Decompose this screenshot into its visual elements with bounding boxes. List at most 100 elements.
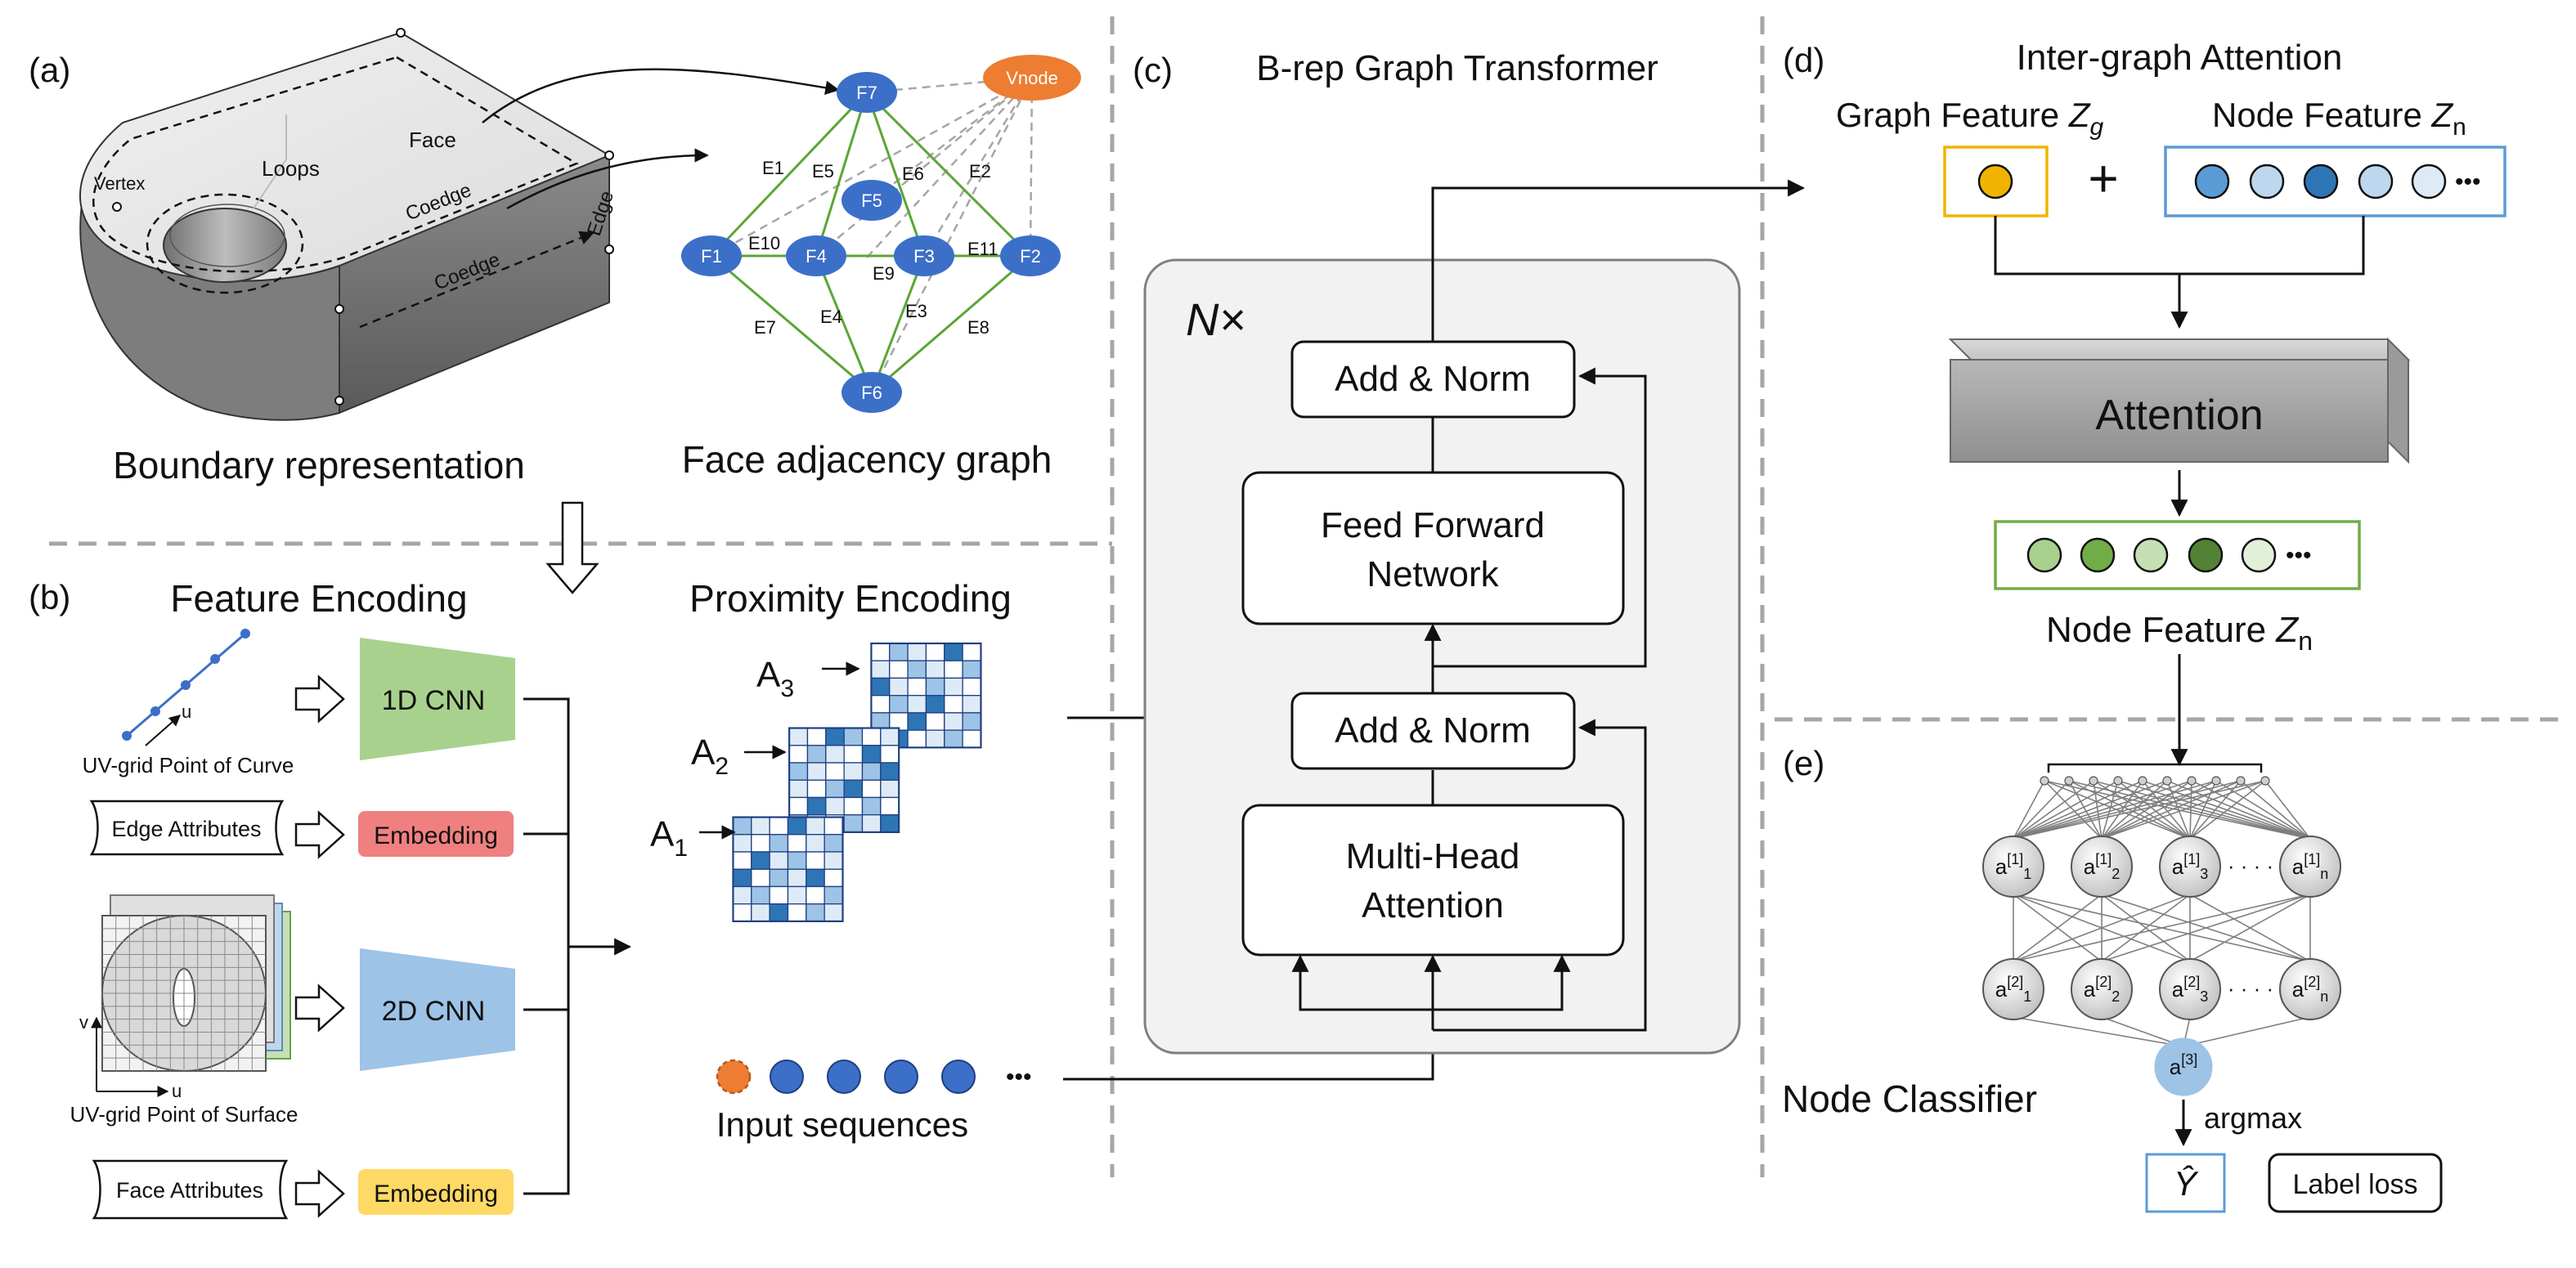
panel-c-label: (c)	[1133, 51, 1173, 89]
matrix-label-arrows	[699, 661, 860, 840]
hidden-neuron-2	[2159, 958, 2221, 1020]
graph-node-f1	[681, 235, 742, 276]
graph-feature-token	[1977, 164, 2013, 199]
panel-a-label: (a)	[29, 51, 70, 89]
face-adjacency-graph: Vnode F7 F5 F1 F4 F3 F2 F6 E1 E5 E6 E2 E…	[681, 55, 1081, 413]
edge-label-e11: E11	[967, 239, 999, 259]
classifier-input-bracket	[2047, 763, 2263, 773]
cnn-2d-label: 2D CNN	[382, 996, 486, 1027]
hidden-neuron-2	[2071, 958, 2133, 1020]
hidden-neuron-1-label: a[1]n	[2292, 851, 2329, 882]
hollow-right-arrows	[294, 674, 345, 1218]
ffn-label-line2: Network	[1367, 554, 1499, 594]
attention-block	[1948, 337, 2411, 464]
hidden-neuron-2-label: a[2]3	[2172, 974, 2209, 1005]
prediction-box	[2145, 1153, 2226, 1213]
cnn-2d-trapezoid	[360, 948, 515, 1071]
cnn-1d-label: 1D CNN	[382, 685, 486, 716]
output-feature-tokens	[2026, 537, 2277, 573]
hidden-neuron-1	[1982, 836, 2044, 898]
node-label-f7: F7	[856, 83, 877, 103]
node-label-f6: F6	[861, 383, 882, 403]
face-to-graph-arrow	[482, 68, 840, 123]
embedding-face-box	[358, 1169, 514, 1215]
matrix-label-a2: A2	[691, 733, 729, 780]
input-neuron	[2260, 776, 2270, 786]
inter-graph-title: Inter-graph Attention	[2017, 38, 2343, 78]
hidden-neuron-2-label: a[2]1	[1995, 974, 2032, 1005]
proximity-matrix	[870, 642, 982, 749]
hidden-neuron-1-label: a[1]2	[2084, 851, 2120, 882]
output-feature-label: Node Feature Zn	[2046, 610, 2313, 656]
neuron-ellipsis: · · · ·	[2228, 976, 2273, 1001]
edge-label-e9: E9	[873, 263, 895, 284]
graph-node-f3	[894, 235, 954, 276]
hidden-neuron-1-label: a[1]1	[1995, 851, 2032, 882]
uv-surface-icon	[91, 894, 291, 1097]
proximity-encoding-title: Proximity Encoding	[689, 577, 1012, 620]
surface-axis-u: u	[172, 1081, 182, 1101]
graph-node-f5	[841, 180, 902, 221]
virtual-edges	[711, 76, 1034, 393]
input-neuron	[2089, 776, 2098, 786]
hidden-neuron-2	[2279, 958, 2341, 1020]
edge-label-e10: E10	[748, 233, 780, 253]
add-norm-top-box	[1290, 340, 1576, 419]
transformer-title: B-rep Graph Transformer	[1256, 48, 1658, 88]
graph-node-f2	[1000, 235, 1061, 276]
plus-sign: +	[2088, 149, 2118, 208]
input-neuron	[2040, 776, 2049, 786]
node-feature-tokens	[2194, 164, 2447, 199]
node-classifier-label: Node Classifier	[1782, 1078, 2037, 1120]
attention-label: Attention	[2095, 392, 2263, 439]
mha-box	[1241, 804, 1625, 957]
embedding-edge-label: Embedding	[374, 822, 498, 849]
input-neuron	[2236, 776, 2246, 786]
graph-node-vnode	[983, 55, 1081, 101]
feature-encoding-title: Feature Encoding	[170, 577, 467, 620]
input-sequence-ellipsis: •••	[1006, 1064, 1032, 1091]
input-neuron	[2064, 776, 2074, 786]
output-feature-ellipsis: •••	[2286, 542, 2312, 569]
face-attributes-label: Face Attributes	[116, 1178, 263, 1203]
edge-attributes-label: Edge Attributes	[111, 817, 261, 841]
node-label-f1: F1	[701, 246, 722, 267]
label-loss-box	[2268, 1153, 2443, 1213]
edge-attributes-scroll	[89, 800, 285, 856]
hidden-neuron-1	[2071, 836, 2133, 898]
panel-d-label: (d)	[1783, 41, 1824, 79]
encoder-merge-connector	[523, 697, 632, 1195]
node-label-f4: F4	[806, 246, 827, 267]
input-neuron	[2138, 776, 2147, 786]
input-neuron	[2113, 776, 2123, 786]
hidden-neuron-1	[2279, 836, 2341, 898]
hidden-neuron-2	[1982, 958, 2044, 1020]
graph-feature-label: Graph Feature Zg	[1836, 96, 2103, 141]
transformer-flow	[1291, 179, 1806, 1032]
hidden-neuron-1	[2159, 836, 2221, 898]
prediction-symbol: Ŷ	[2174, 1164, 2199, 1203]
embedding-edge-box	[358, 811, 514, 857]
surface-axis-v: v	[79, 1012, 88, 1033]
edge-label-e2: E2	[969, 161, 991, 181]
graph-node-f7	[837, 72, 897, 113]
edge-label-e3: E3	[905, 301, 927, 321]
brep-label-loops: Loops	[262, 156, 320, 181]
edge-label-e4: E4	[820, 307, 842, 327]
panel-b-label: (b)	[29, 578, 70, 616]
uv-curve-icon	[122, 629, 250, 746]
input-neuron	[2187, 776, 2197, 786]
matrix-label-a1: A1	[650, 814, 688, 862]
input-sequences-caption: Input sequences	[716, 1105, 968, 1144]
brep-caption: Boundary representation	[113, 444, 525, 486]
node-label-f5: F5	[861, 190, 882, 211]
curve-caption: UV-grid Point of Curve	[83, 753, 294, 777]
node-feature-ellipsis: •••	[2455, 168, 2481, 195]
cnn-1d-trapezoid	[360, 638, 515, 760]
hidden-neuron-1-label: a[1]3	[2172, 851, 2209, 882]
node-feature-label: Node Feature Zn	[2212, 96, 2466, 141]
node-label-f3: F3	[913, 246, 935, 267]
proximity-matrix	[732, 816, 844, 923]
